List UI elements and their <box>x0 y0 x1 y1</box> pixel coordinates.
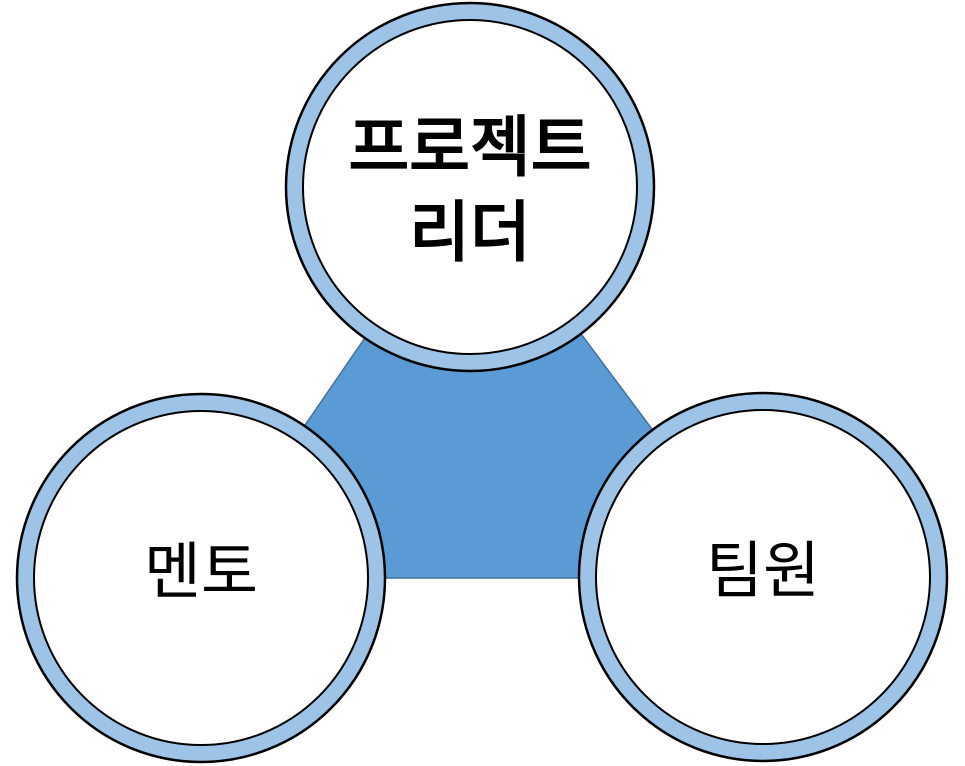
node-project-leader-label-line2: 리더 <box>409 194 530 271</box>
node-mentor-inner <box>33 410 369 746</box>
node-team-member: 팀원 <box>577 391 949 763</box>
node-project-leader-inner <box>302 19 638 355</box>
node-mentor: 멘토 <box>15 392 387 764</box>
node-team-member-inner <box>595 409 931 745</box>
node-mentor-label: 멘토 <box>144 535 258 608</box>
node-project-leader-label-line1: 프로젝트 <box>349 109 592 186</box>
node-project-leader: 프로젝트 리더 <box>284 1 656 373</box>
node-team-member-label: 팀원 <box>706 534 820 607</box>
